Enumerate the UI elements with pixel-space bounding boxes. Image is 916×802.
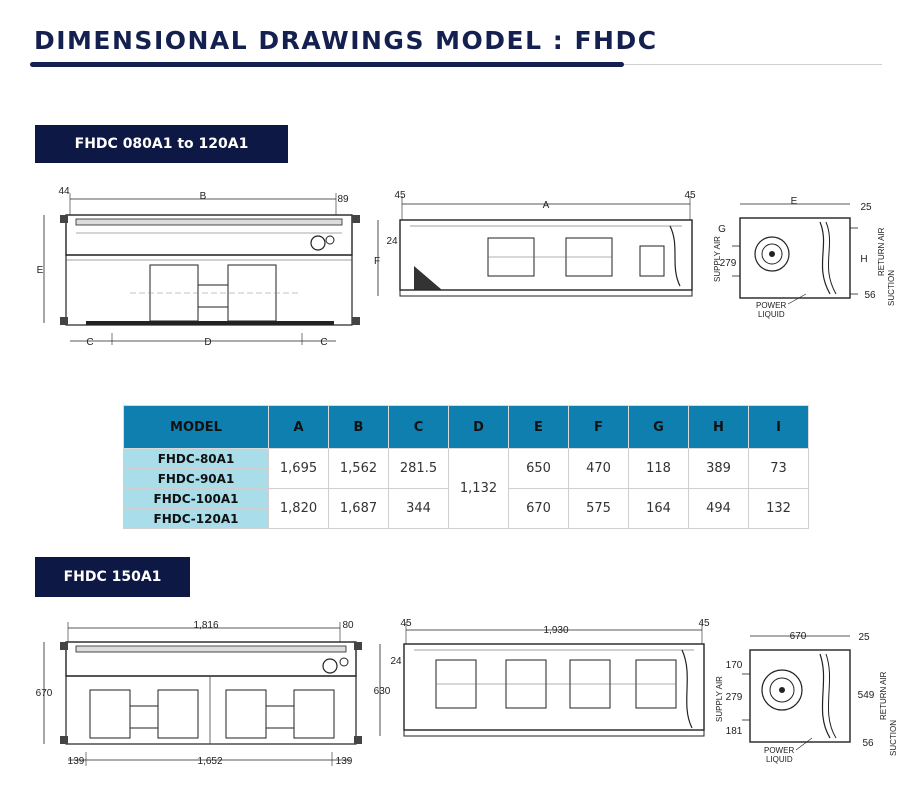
side2-dim-top: 1,930	[543, 625, 568, 636]
cell-f-group2: 575	[568, 488, 629, 529]
front-dim-height: E	[37, 265, 44, 276]
front-dim-bottom-right: C	[320, 337, 327, 348]
section-2-label-text: FHDC 150A1	[63, 569, 162, 585]
title-underline	[30, 62, 624, 67]
side2-dim-right: 45	[698, 618, 710, 629]
cell-e-group2: 670	[508, 488, 569, 529]
side2-dim-left: 45	[400, 618, 412, 629]
end-label-power: POWER	[756, 301, 786, 310]
end-dim-top: E	[791, 196, 798, 207]
cell-b-group2: 1,687	[328, 488, 389, 529]
front2-dim-right: 80	[342, 620, 354, 631]
end2-dim-right-mid: 549	[858, 690, 875, 701]
cell-c-group1: 281.5	[388, 448, 449, 489]
end-dim-top-right: 25	[860, 202, 872, 213]
end2-dim-left-bottom: 181	[726, 726, 743, 737]
side-dim-offset: 24	[386, 236, 398, 247]
model-cell: FHDC-100A1	[123, 488, 269, 509]
end2-dim-top-right: 25	[858, 632, 870, 643]
end-dim-bottom-right: 56	[864, 290, 876, 301]
end-label-supply: SUPPLY AIR	[713, 236, 722, 282]
cell-f-group1: 470	[568, 448, 629, 489]
end-label-return: RETURN AIR	[877, 227, 886, 276]
cell-i-group2: 132	[748, 488, 809, 529]
header-f: F	[568, 405, 629, 449]
front2-dim-top: 1,816	[193, 620, 218, 631]
header-h: H	[688, 405, 749, 449]
end2-label-supply: SUPPLY AIR	[715, 676, 724, 722]
header-b: B	[328, 405, 389, 449]
section-2-side-view: 45 1,930 45 24 630	[374, 618, 710, 737]
end2-label-liquid: LIQUID	[766, 755, 793, 764]
cell-a-group1: 1,695	[268, 448, 329, 489]
model-cell: FHDC-90A1	[123, 468, 269, 489]
section-1-side-view: 45 A 45 24 F	[374, 190, 696, 297]
side-dim-left: 45	[394, 190, 406, 201]
end-dim-right-mid: H	[860, 254, 867, 265]
end-label-suction: SUCTION	[887, 270, 896, 306]
end2-label-suction: SUCTION	[889, 720, 898, 756]
header-model: MODEL	[123, 405, 269, 449]
end2-dim-left-top: 170	[726, 660, 743, 671]
side-dim-height: F	[374, 256, 380, 267]
cell-g-group1: 118	[628, 448, 689, 489]
cell-d-all: 1,132	[448, 448, 509, 529]
table-row: FHDC-120A1	[123, 508, 809, 529]
cell-c-group2: 344	[388, 488, 449, 529]
cell-h-group2: 494	[688, 488, 749, 529]
table-header-row: MODEL A B C D E F G H I	[123, 405, 809, 449]
dimension-table: MODEL A B C D E F G H I FHDC-80A1 1,695 …	[123, 405, 809, 529]
side-dim-top: A	[543, 200, 550, 211]
side-dim-right: 45	[684, 190, 696, 201]
end2-dim-left-mid: 279	[726, 692, 743, 703]
front-dim-top: B	[200, 191, 207, 202]
front-dim-right: 89	[337, 194, 349, 205]
end2-dim-top: 670	[790, 631, 807, 642]
end-label-liquid: LIQUID	[758, 310, 785, 319]
cell-g-group2: 164	[628, 488, 689, 529]
end2-label-power: POWER	[764, 746, 794, 755]
end2-dim-bottom-right: 56	[862, 738, 874, 749]
cell-h-group1: 389	[688, 448, 749, 489]
section-1-label-text: FHDC 080A1 to 120A1	[74, 136, 249, 152]
side2-dim-height: 630	[374, 686, 391, 697]
section-2-label: FHDC 150A1	[35, 557, 190, 597]
cell-b-group1: 1,562	[328, 448, 389, 489]
front2-dim-height: 670	[36, 688, 53, 699]
section-2-end-view: 670 25 170 279 181 549 56 SUPPLY AIR RET…	[715, 631, 898, 764]
title-rule-extension	[624, 64, 882, 65]
front-dim-bottom-left: C	[86, 337, 93, 348]
section-1-label: FHDC 080A1 to 120A1	[35, 125, 288, 163]
section-2-front-view: 1,816 80 670 139 1,652 139	[36, 620, 362, 767]
section-1-end-view: E 25 G 279 H 56 SUPPLY AIR RETURN AIR SU…	[713, 196, 896, 319]
table-row: FHDC-80A1 1,695 1,562 281.5 1,132 650 47…	[123, 448, 809, 529]
cell-e-group1: 650	[508, 448, 569, 489]
model-cell: FHDC-80A1	[123, 448, 269, 469]
section-1-front-view: 44 B 89 E C D C	[37, 186, 360, 348]
front2-dim-bottom-right: 139	[336, 756, 353, 767]
front-dim-bottom-mid: D	[204, 337, 211, 348]
side2-dim-offset: 24	[390, 656, 402, 667]
end-dim-left-top: G	[718, 224, 726, 235]
front2-dim-bottom-left: 139	[68, 756, 85, 767]
header-d: D	[448, 405, 509, 449]
cell-i-group1: 73	[748, 448, 809, 489]
model-cell: FHDC-120A1	[123, 508, 269, 529]
end-dim-left-mid: 279	[720, 258, 737, 269]
front-dim-left: 44	[58, 186, 70, 197]
header-i: I	[748, 405, 809, 449]
header-g: G	[628, 405, 689, 449]
front2-dim-bottom-mid: 1,652	[197, 756, 222, 767]
header-a: A	[268, 405, 329, 449]
header-e: E	[508, 405, 569, 449]
page-title: DIMENSIONAL DRAWINGS MODEL : FHDC	[34, 26, 658, 55]
cell-a-group2: 1,820	[268, 488, 329, 529]
table-row: FHDC-90A1	[123, 468, 809, 489]
header-c: C	[388, 405, 449, 449]
end2-label-return: RETURN AIR	[879, 671, 888, 720]
